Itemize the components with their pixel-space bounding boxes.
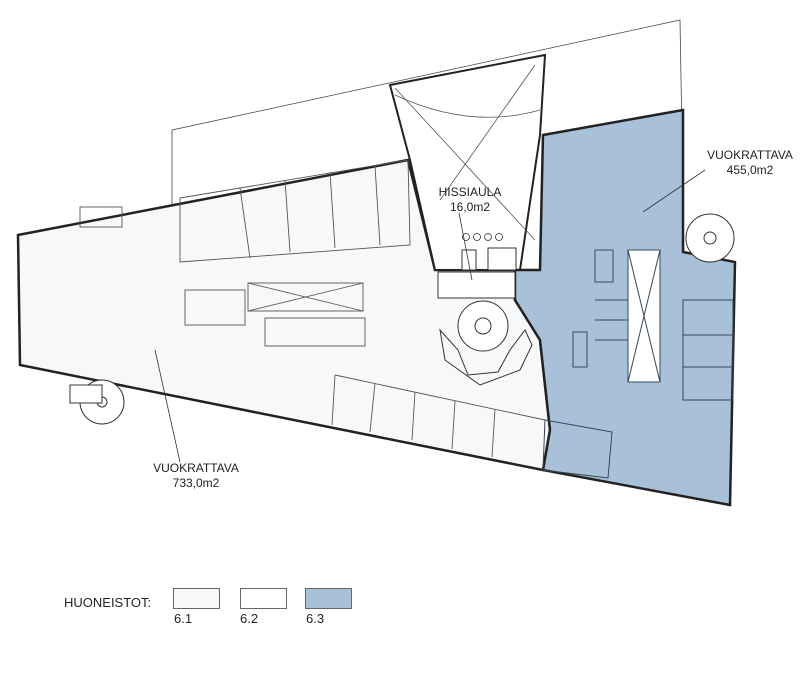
area-size: 16,0m2 [449, 200, 491, 214]
legend-label: 6.2 [240, 611, 259, 626]
legend-label: 6.3 [306, 611, 325, 626]
area-name: VUOKRATTAVA [707, 148, 793, 162]
spiral-stair-left [69, 379, 125, 425]
elevators [437, 247, 517, 299]
area-name: VUOKRATTAVA [153, 461, 239, 475]
spiral-stair-center [439, 300, 533, 386]
unit-6-3 [513, 108, 737, 507]
legend-swatch-6-2 [240, 588, 287, 609]
area-label-unit-6-3: VUOKRATTAVA 455,0m2 [700, 148, 800, 178]
unit-6-1-rooms [79, 159, 546, 458]
light-fixture-icons [462, 233, 503, 241]
lobby-diagonals [394, 64, 541, 241]
spiral-stair-right [685, 213, 735, 263]
unit-6-3-rooms [542, 249, 734, 479]
area-label-unit-6-1: VUOKRATTAVA 733,0m2 [146, 461, 246, 491]
leader-lines [154, 169, 706, 463]
area-label-elevator-lobby: HISSIAULA 16,0m2 [425, 185, 515, 215]
legend-swatch-6-1 [173, 588, 220, 609]
area-size: 455,0m2 [726, 163, 774, 177]
area-size: 733,0m2 [172, 476, 220, 490]
area-name: HISSIAULA [438, 185, 502, 199]
legend-label: 6.1 [174, 611, 193, 626]
legend-title: HUONEISTOT: [64, 595, 152, 610]
legend-swatch-6-3 [305, 588, 352, 609]
